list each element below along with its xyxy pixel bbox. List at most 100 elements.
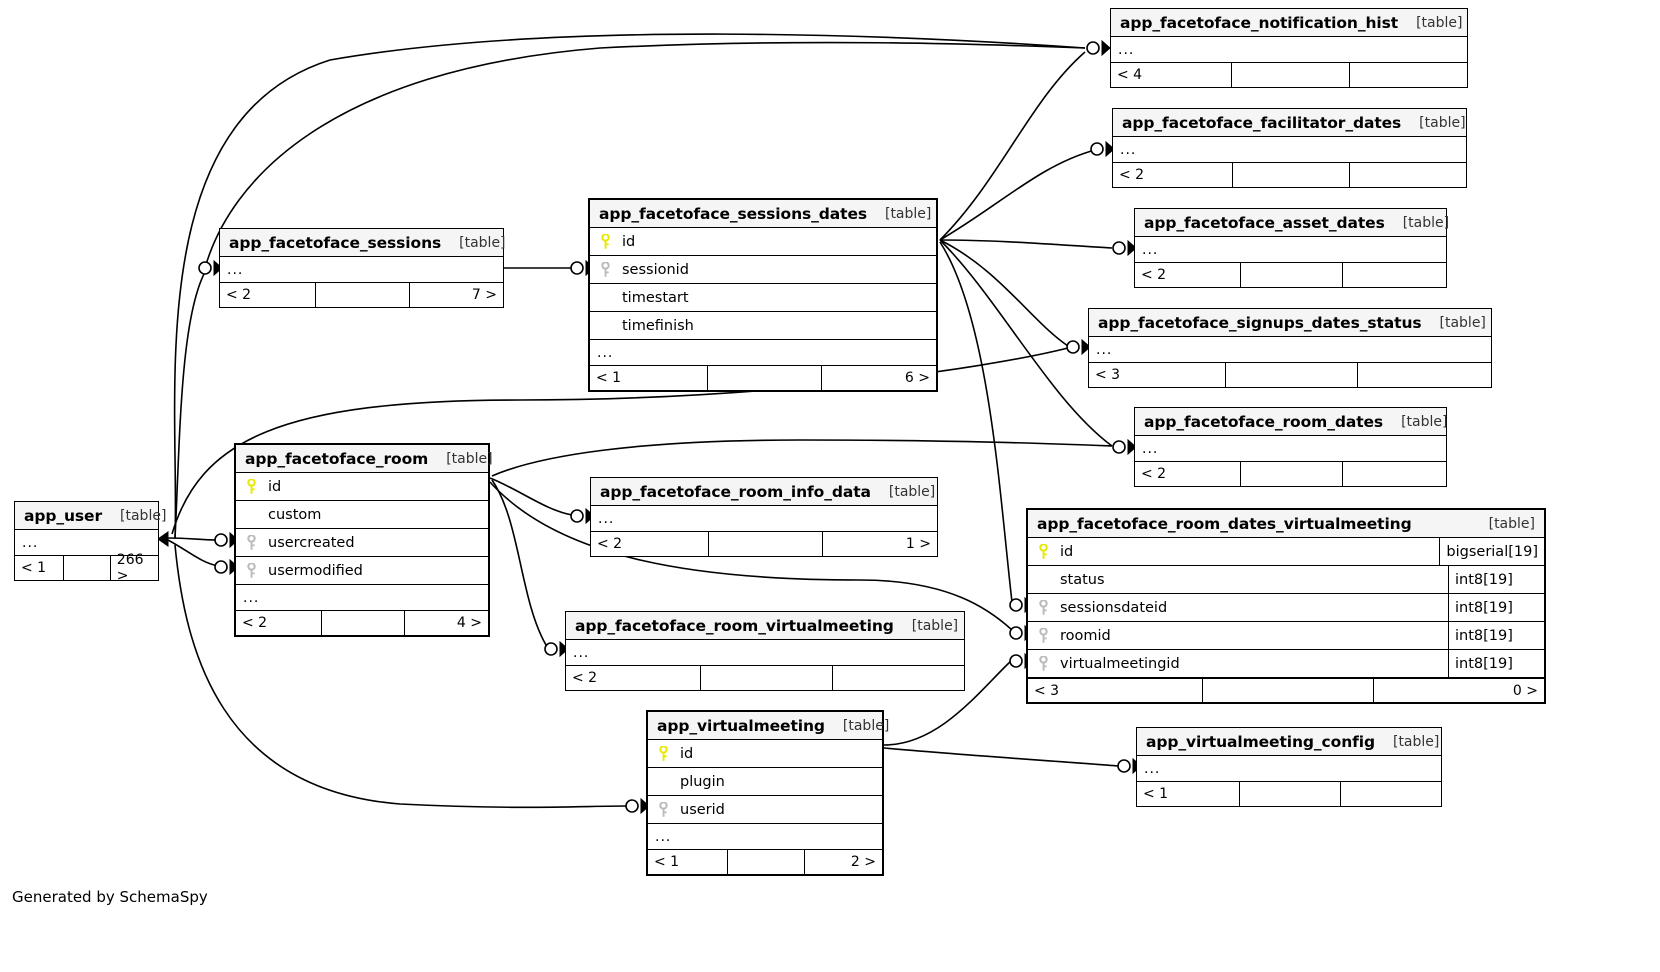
footer-parents: < 1 bbox=[1137, 782, 1241, 806]
table-header: app_virtualmeeting [table] bbox=[648, 712, 889, 740]
table-ellipsis-row: ... bbox=[1111, 37, 1467, 63]
table-footer: < 2 7 > bbox=[220, 283, 503, 307]
table-app-facetoface-room-info-data[interactable]: app_facetoface_room_info_data [table] ..… bbox=[590, 477, 938, 557]
footer-mid bbox=[322, 611, 405, 635]
table-name: app_facetoface_facilitator_dates bbox=[1122, 113, 1402, 132]
table-app-facetoface-notification-hist[interactable]: app_facetoface_notification_hist [table]… bbox=[1110, 8, 1468, 88]
table-footer: < 2 bbox=[1113, 163, 1466, 187]
table-footer: < 3 0 > bbox=[1028, 678, 1544, 702]
footer-children bbox=[833, 666, 964, 690]
footer-parents: < 2 bbox=[220, 283, 317, 307]
footer-parents: < 4 bbox=[1111, 63, 1233, 87]
footer-children: 1 > bbox=[905, 536, 932, 552]
footer-parents: < 2 bbox=[1135, 263, 1241, 287]
table-app-facetoface-asset-dates[interactable]: app_facetoface_asset_dates [table] ... <… bbox=[1134, 208, 1450, 288]
foreign-key-icon bbox=[236, 562, 262, 579]
footer-parents: < 1 bbox=[15, 556, 64, 580]
column-type: int8[19] bbox=[1448, 594, 1544, 621]
table-footer: < 2 4 > bbox=[236, 611, 488, 635]
table-ellipsis-row: ... bbox=[220, 257, 503, 283]
table-ellipsis-row: ... bbox=[1113, 137, 1466, 163]
table-app-facetoface-signups-dates-status[interactable]: app_facetoface_signups_dates_status [tab… bbox=[1088, 308, 1492, 388]
column-row-id[interactable]: id bbox=[590, 228, 936, 256]
column-row-plugin[interactable]: plugin bbox=[648, 768, 882, 796]
column-row-status[interactable]: status int8[19] bbox=[1028, 566, 1544, 594]
column-type: int8[19] bbox=[1448, 566, 1544, 593]
column-row-id[interactable]: id bigserial[19] bbox=[1028, 538, 1544, 566]
column-row-sessionsdateid[interactable]: sessionsdateid int8[19] bbox=[1028, 594, 1544, 622]
table-app-facetoface-sessions-dates[interactable]: app_facetoface_sessions_dates [table] id… bbox=[588, 198, 938, 392]
footer-children: 7 > bbox=[471, 287, 498, 303]
column-name: sessionid bbox=[622, 261, 689, 278]
footer-parents: < 2 bbox=[1135, 462, 1241, 486]
column-row-roomid[interactable]: roomid int8[19] bbox=[1028, 622, 1544, 650]
footer-parents: < 2 bbox=[236, 611, 322, 635]
footer-children bbox=[1350, 63, 1467, 87]
table-name: app_facetoface_sessions bbox=[229, 233, 442, 252]
primary-key-icon bbox=[1028, 543, 1054, 560]
table-header: app_facetoface_facilitator_dates [table] bbox=[1113, 109, 1466, 137]
footer-parents: < 3 bbox=[1089, 363, 1226, 387]
table-app-virtualmeeting[interactable]: app_virtualmeeting [table] id plugin use… bbox=[646, 710, 889, 876]
footer-children bbox=[1343, 462, 1446, 486]
table-tag: [table] bbox=[1392, 733, 1440, 750]
column-row-timestart[interactable]: timestart bbox=[590, 284, 936, 312]
column-row-sessionid[interactable]: sessionid bbox=[590, 256, 936, 284]
column-name: usermodified bbox=[268, 562, 363, 579]
table-footer: < 2 bbox=[1135, 263, 1446, 287]
table-name: app_facetoface_room_virtualmeeting bbox=[575, 616, 894, 635]
table-header: app_facetoface_asset_dates [table] bbox=[1135, 209, 1450, 237]
footer-mid bbox=[1241, 462, 1344, 486]
table-ellipsis-row: ... bbox=[1089, 337, 1491, 363]
footer-children bbox=[1343, 263, 1446, 287]
table-name: app_facetoface_asset_dates bbox=[1144, 213, 1385, 232]
column-row-timefinish[interactable]: timefinish bbox=[590, 312, 936, 340]
column-row-userid[interactable]: userid bbox=[648, 796, 882, 824]
table-tag: [table] bbox=[1401, 413, 1448, 430]
column-row-custom[interactable]: custom bbox=[236, 501, 488, 529]
column-name: custom bbox=[268, 506, 322, 523]
table-ellipsis-row: ... bbox=[236, 585, 488, 611]
column-name: id bbox=[268, 478, 282, 495]
table-app-user[interactable]: app_user [table] ... < 1 266 > bbox=[14, 501, 166, 584]
table-header: app_virtualmeeting_config [table] bbox=[1137, 728, 1441, 756]
footer-parents: < 2 bbox=[591, 532, 709, 556]
column-name: id bbox=[680, 745, 694, 762]
table-app-facetoface-room[interactable]: app_facetoface_room [table] id custom us… bbox=[234, 443, 493, 637]
table-app-facetoface-room-virtualmeeting[interactable]: app_facetoface_room_virtualmeeting [tabl… bbox=[565, 611, 965, 691]
footer-mid bbox=[1232, 63, 1350, 87]
table-name: app_facetoface_signups_dates_status bbox=[1098, 313, 1422, 332]
table-name: app_facetoface_sessions_dates bbox=[599, 204, 867, 223]
table-header: app_facetoface_room_virtualmeeting [tabl… bbox=[566, 612, 964, 640]
table-app-virtualmeeting-config[interactable]: app_virtualmeeting_config [table] ... < … bbox=[1136, 727, 1442, 807]
column-row-virtualmeetingid[interactable]: virtualmeetingid int8[19] bbox=[1028, 650, 1544, 678]
primary-key-icon bbox=[236, 478, 262, 495]
footer-children: 266 > bbox=[116, 552, 144, 584]
table-app-facetoface-room-dates[interactable]: app_facetoface_room_dates [table] ... < … bbox=[1134, 407, 1447, 487]
column-name: plugin bbox=[680, 773, 725, 790]
column-row-id[interactable]: id bbox=[648, 740, 882, 768]
column-row-usercreated[interactable]: usercreated bbox=[236, 529, 488, 557]
footer-parents: < 2 bbox=[566, 666, 702, 690]
table-footer: < 3 bbox=[1089, 363, 1491, 387]
table-ellipsis-row: ... bbox=[591, 506, 937, 532]
column-type: int8[19] bbox=[1448, 650, 1544, 677]
table-header: app_facetoface_room_dates_virtualmeeting… bbox=[1028, 510, 1544, 538]
footer-children: 2 > bbox=[850, 854, 876, 870]
table-app-facetoface-sessions[interactable]: app_facetoface_sessions [table] ... < 2 … bbox=[219, 228, 506, 308]
foreign-key-icon bbox=[236, 534, 262, 551]
column-name: id bbox=[1060, 543, 1074, 560]
table-app-facetoface-facilitator-dates[interactable]: app_facetoface_facilitator_dates [table]… bbox=[1112, 108, 1467, 188]
table-footer: < 4 bbox=[1111, 63, 1467, 87]
column-row-id[interactable]: id bbox=[236, 473, 488, 501]
table-app-facetoface-room-dates-virtualmeeting[interactable]: app_facetoface_room_dates_virtualmeeting… bbox=[1026, 508, 1546, 704]
table-ellipsis-row: ... bbox=[648, 824, 882, 850]
table-tag: [table] bbox=[1419, 114, 1466, 131]
table-tag: [table] bbox=[1402, 214, 1450, 231]
column-name: usercreated bbox=[268, 534, 355, 551]
footer-children: 4 > bbox=[456, 615, 482, 631]
table-ellipsis-row: ... bbox=[1137, 756, 1441, 782]
table-header: app_facetoface_room_info_data [table] bbox=[591, 478, 937, 506]
column-row-usermodified[interactable]: usermodified bbox=[236, 557, 488, 585]
table-tag: [table] bbox=[459, 234, 506, 251]
